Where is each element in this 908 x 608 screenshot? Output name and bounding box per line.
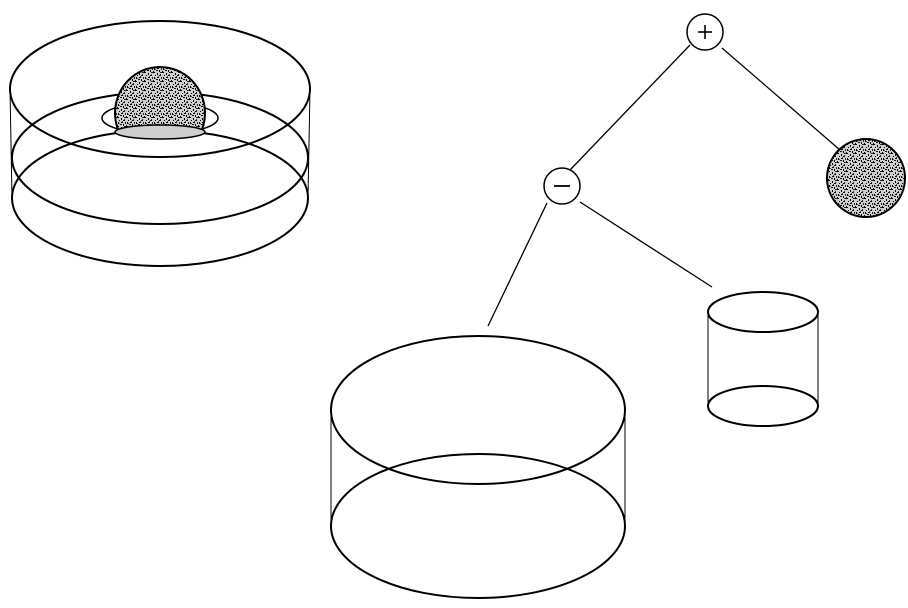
tree-edges xyxy=(487,44,841,327)
result-bottom-ellipse xyxy=(11,129,309,267)
edge-difference-to-large-cylinder xyxy=(487,202,548,327)
small-cylinder-leaf xyxy=(707,291,819,427)
small-cylinder-bottom xyxy=(707,385,819,427)
large-cylinder-bottom xyxy=(330,453,626,599)
edge-difference-to-small-cylinder xyxy=(579,201,713,288)
union-operator-node xyxy=(686,13,724,51)
edge-union-to-difference xyxy=(569,44,691,171)
result-object xyxy=(9,20,311,267)
difference-operator-node xyxy=(543,167,581,205)
result-right-wall xyxy=(307,88,311,199)
small-cylinder-top xyxy=(707,291,819,333)
result-sphere xyxy=(114,66,206,140)
result-left-wall xyxy=(9,88,13,199)
edge-union-to-sphere xyxy=(721,47,841,151)
large-cylinder-leaf xyxy=(330,335,626,599)
sphere-leaf xyxy=(826,138,906,218)
large-cylinder-top xyxy=(330,335,626,485)
